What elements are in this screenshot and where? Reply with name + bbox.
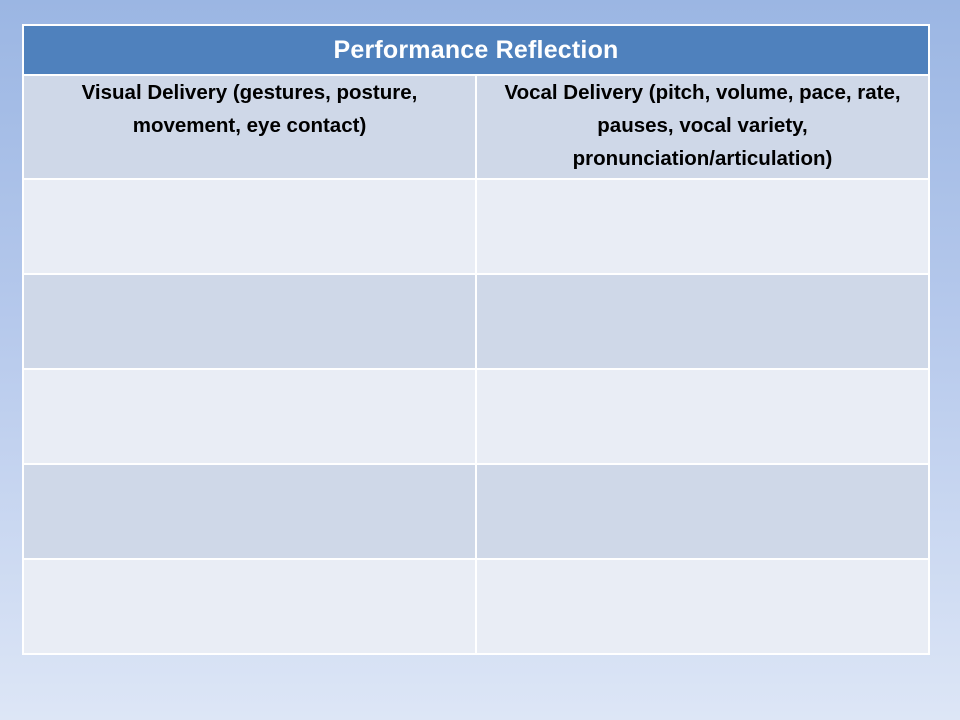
table-title: Performance Reflection bbox=[22, 24, 930, 76]
table-row bbox=[22, 558, 930, 655]
performance-reflection-table: Performance Reflection Visual Delivery (… bbox=[22, 24, 930, 655]
table-row bbox=[22, 273, 930, 370]
table-cell-visual[interactable] bbox=[22, 463, 477, 560]
table-cell-visual[interactable] bbox=[22, 558, 477, 655]
table-row bbox=[22, 368, 930, 465]
column-header-vocal-delivery: Vocal Delivery (pitch, volume, pace, rat… bbox=[475, 74, 930, 180]
table-cell-vocal[interactable] bbox=[475, 273, 930, 370]
table-cell-visual[interactable] bbox=[22, 273, 477, 370]
column-header-visual-delivery: Visual Delivery (gestures, posture, move… bbox=[22, 74, 477, 180]
table-row bbox=[22, 178, 930, 275]
table-cell-visual[interactable] bbox=[22, 178, 477, 275]
table-row bbox=[22, 463, 930, 560]
table-cell-vocal[interactable] bbox=[475, 368, 930, 465]
table-cell-vocal[interactable] bbox=[475, 558, 930, 655]
column-header-label: Visual Delivery (gestures, posture, move… bbox=[81, 81, 418, 137]
table-cell-vocal[interactable] bbox=[475, 178, 930, 275]
title-row: Performance Reflection bbox=[22, 24, 930, 76]
table-cell-visual[interactable] bbox=[22, 368, 477, 465]
column-header-row: Visual Delivery (gestures, posture, move… bbox=[22, 74, 930, 180]
column-header-label: Vocal Delivery (pitch, volume, pace, rat… bbox=[504, 81, 901, 170]
table-cell-vocal[interactable] bbox=[475, 463, 930, 560]
